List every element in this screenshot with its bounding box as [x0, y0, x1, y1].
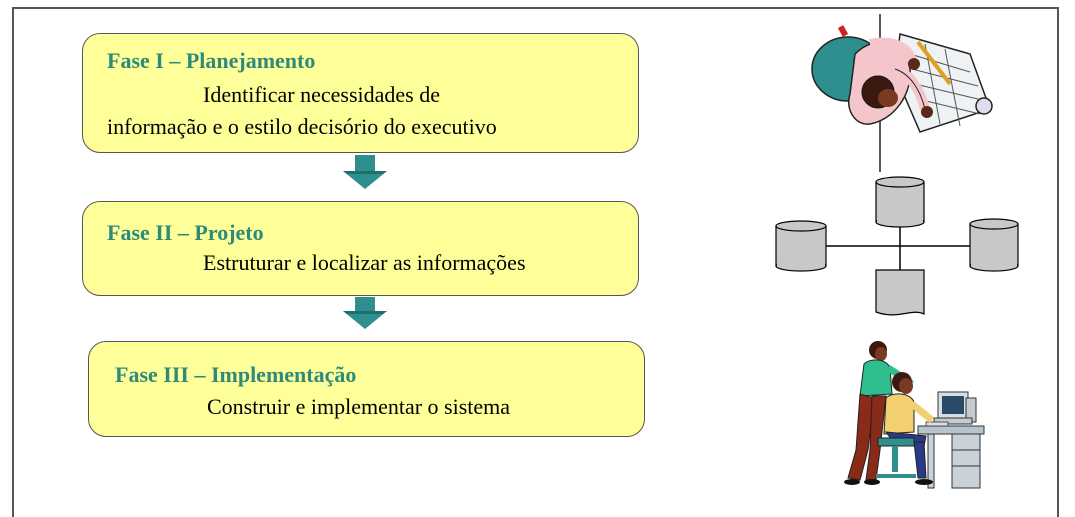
people-at-computer-clipart-icon: [844, 341, 985, 489]
slide-frame: [12, 7, 1059, 517]
phase-1-line-1: Identificar necessidades de: [203, 82, 440, 107]
phase-3-line-1: Construir e implementar o sistema: [207, 394, 511, 419]
phase-2-title: Fase II – Projeto: [107, 220, 264, 245]
down-arrow-icon: [343, 155, 387, 189]
phase-3-box: Fase III – Implementação Construir e imp…: [88, 341, 645, 437]
phase-2-line-1: Estruturar e localizar as informações: [203, 250, 526, 275]
phase-1-box: Fase I – Planejamento Identificar necess…: [82, 33, 639, 153]
phase-2-box: Fase II – Projeto Estruturar e localizar…: [82, 201, 639, 296]
down-arrow-icon: [343, 297, 387, 329]
database-network-icon: [775, 176, 1019, 316]
planning-people-clipart-icon: [811, 14, 993, 172]
phase-1-title: Fase I – Planejamento: [107, 48, 316, 73]
phase-3-title: Fase III – Implementação: [115, 362, 357, 387]
phase-1-line-2: informação e o estilo decisório do execu…: [107, 114, 497, 139]
